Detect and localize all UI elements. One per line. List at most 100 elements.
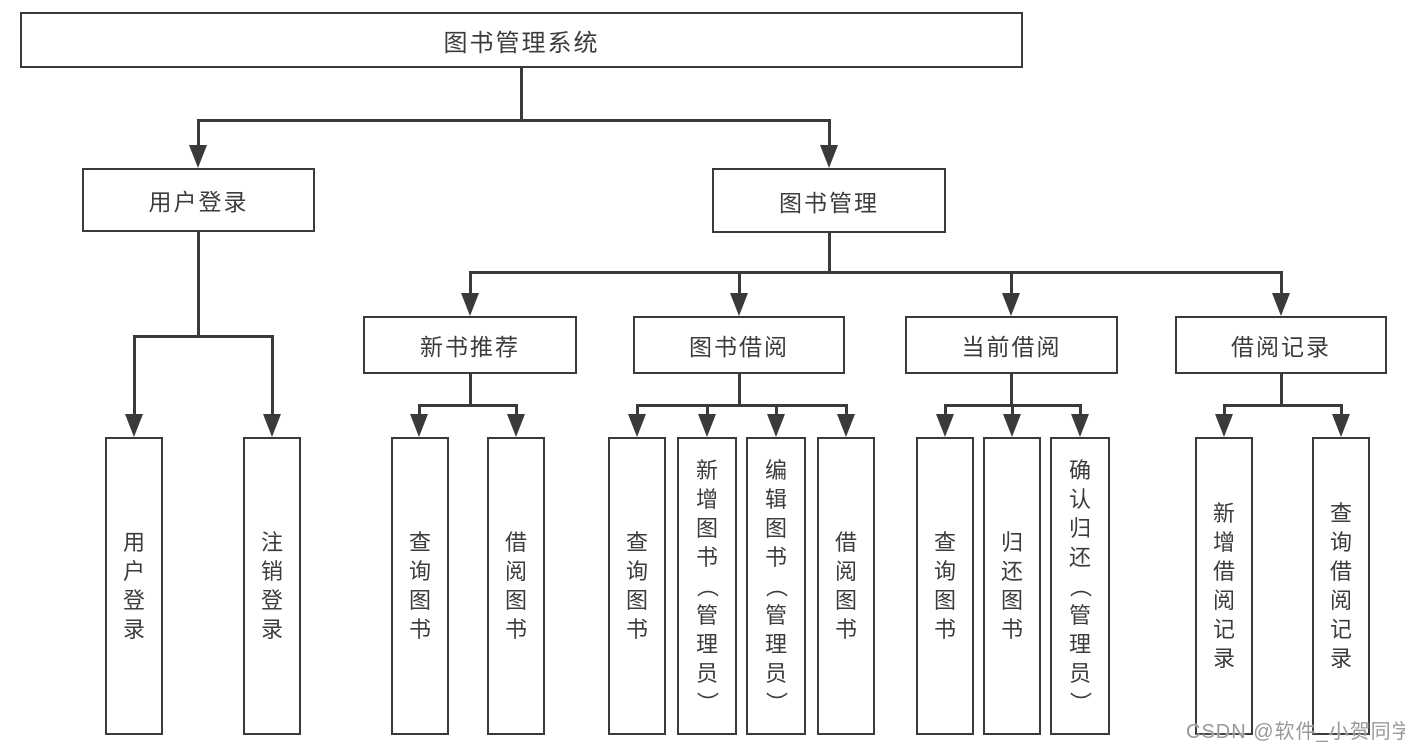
leaf-label-char: （ (763, 574, 789, 597)
arrowhead-down-icon (837, 414, 855, 437)
connector-vline (1223, 404, 1226, 417)
node-label-current-borrowing: 当前借阅 (961, 334, 1062, 360)
connector-vline (944, 404, 947, 417)
leaf-label-char: 图 (504, 588, 527, 613)
leaf-label-char: 查 (625, 530, 648, 555)
leaf-label-char: 阅 (1212, 588, 1235, 613)
leaf-label-char: 查 (1329, 501, 1352, 526)
connector-vline (1010, 271, 1013, 296)
leaf-label-char: 录 (122, 617, 145, 642)
leaf-label-char: 还 (1068, 544, 1091, 570)
leaf-label-char: 用 (122, 530, 145, 555)
arrowhead-down-icon (1272, 293, 1290, 316)
leaf-label-char: 归 (1068, 515, 1091, 541)
leaf-label-char: 图 (834, 588, 857, 613)
leaf-label-char: （ (694, 574, 720, 597)
connector-vline (828, 232, 831, 273)
leaf-label-char: 借 (834, 530, 857, 555)
connector-vline (515, 404, 518, 417)
leaf-label-char: 增 (695, 486, 718, 512)
leaf-label-char: 新 (695, 457, 718, 483)
connector-vline (418, 404, 421, 417)
leaf-label-char: 销 (260, 559, 283, 584)
arrowhead-down-icon (730, 293, 748, 316)
leaf-label-char: 认 (1068, 486, 1091, 512)
connector-hline (1223, 404, 1342, 407)
connector-vline (845, 404, 848, 417)
leaf-label-char: 书 (695, 544, 718, 570)
leaf-label-char: 员 (764, 660, 787, 686)
connector-vline (1280, 271, 1283, 296)
leaf-borrow-books-recommend: 借阅图书 (487, 437, 545, 735)
arrowhead-down-icon (1071, 414, 1089, 437)
connector-vline (775, 404, 778, 417)
connector-vline (197, 119, 200, 149)
connector-hline (197, 119, 830, 122)
connector-vline (828, 119, 831, 149)
node-book-borrowing: 图书借阅 (633, 316, 845, 374)
leaf-label-char: 书 (1000, 617, 1023, 642)
node-label-book-borrowing: 图书借阅 (689, 334, 789, 360)
leaf-label-char: 管 (1068, 602, 1091, 628)
arrowhead-down-icon (628, 414, 646, 437)
leaf-query-books-borrowing: 查询图书 (608, 437, 666, 735)
leaf-label-char: 书 (764, 544, 787, 570)
leaf-label-char: 录 (1212, 646, 1235, 671)
connector-hline (133, 335, 273, 338)
leaf-label-char: 书 (625, 617, 648, 642)
leaf-label-char: 书 (933, 617, 956, 642)
leaf-label-char: 员 (695, 660, 718, 686)
arrowhead-down-icon (698, 414, 716, 437)
leaf-label-char: 询 (408, 559, 431, 584)
leaf-label-char: 书 (408, 617, 431, 642)
leaf-label-char: 管 (695, 602, 718, 628)
connector-vline (1011, 404, 1014, 417)
connector-vline (1079, 404, 1082, 417)
node-label-root: 图书管理系统 (443, 29, 600, 57)
connector-vline (1280, 373, 1283, 407)
leaf-label-char: 图 (764, 515, 787, 541)
node-label-book-management: 图书管理 (779, 189, 879, 216)
leaf-label-char: ） (763, 690, 789, 713)
arrowhead-down-icon (767, 414, 785, 437)
leaf-label-char: 查 (933, 530, 956, 555)
arrowhead-down-icon (1003, 414, 1021, 437)
leaf-add-books-admin: 新增图书（管理员） (677, 437, 737, 735)
connector-vline (636, 404, 639, 417)
connector-vline (271, 335, 274, 416)
leaf-label-char: 户 (122, 559, 145, 584)
connector-vline (738, 271, 741, 296)
connector-vline (469, 271, 472, 296)
connector-vline (706, 404, 709, 417)
leaf-user-login: 用户登录 (105, 437, 163, 735)
arrowhead-down-icon (410, 414, 428, 437)
csdn-watermark: CSDN @软件_小贺同学 (1186, 721, 1405, 743)
leaf-label-char: 新 (1212, 501, 1235, 526)
connector-vline (469, 373, 472, 407)
arrowhead-down-icon (263, 414, 281, 437)
leaf-label-char: 确 (1068, 457, 1091, 483)
leaf-label-char: 图 (1000, 588, 1023, 613)
leaf-label-char: （ (1067, 574, 1093, 597)
connector-vline (197, 231, 200, 336)
connector-vline (133, 335, 136, 416)
connector-hline (469, 271, 1282, 274)
connector-vline (738, 373, 741, 407)
leaf-label-char: 注 (260, 530, 283, 555)
leaf-label-char: 理 (764, 631, 787, 657)
node-borrowing-records: 借阅记录 (1175, 316, 1387, 374)
connector-vline (1010, 373, 1013, 407)
leaf-query-books-current: 查询图书 (916, 437, 974, 735)
leaf-label-char: 理 (695, 631, 718, 657)
node-current-borrowing: 当前借阅 (905, 316, 1118, 374)
leaf-label-char: 图 (695, 515, 718, 541)
leaf-label-char: 借 (504, 530, 527, 555)
arrowhead-down-icon (189, 145, 207, 168)
node-label-borrowing-records: 借阅记录 (1231, 334, 1331, 360)
leaf-label-char: 登 (260, 588, 283, 613)
leaf-label-char: 阅 (834, 559, 857, 584)
arrowhead-down-icon (461, 293, 479, 316)
leaf-label-char: 询 (625, 559, 648, 584)
node-new-book-recommendation: 新书推荐 (363, 316, 577, 374)
